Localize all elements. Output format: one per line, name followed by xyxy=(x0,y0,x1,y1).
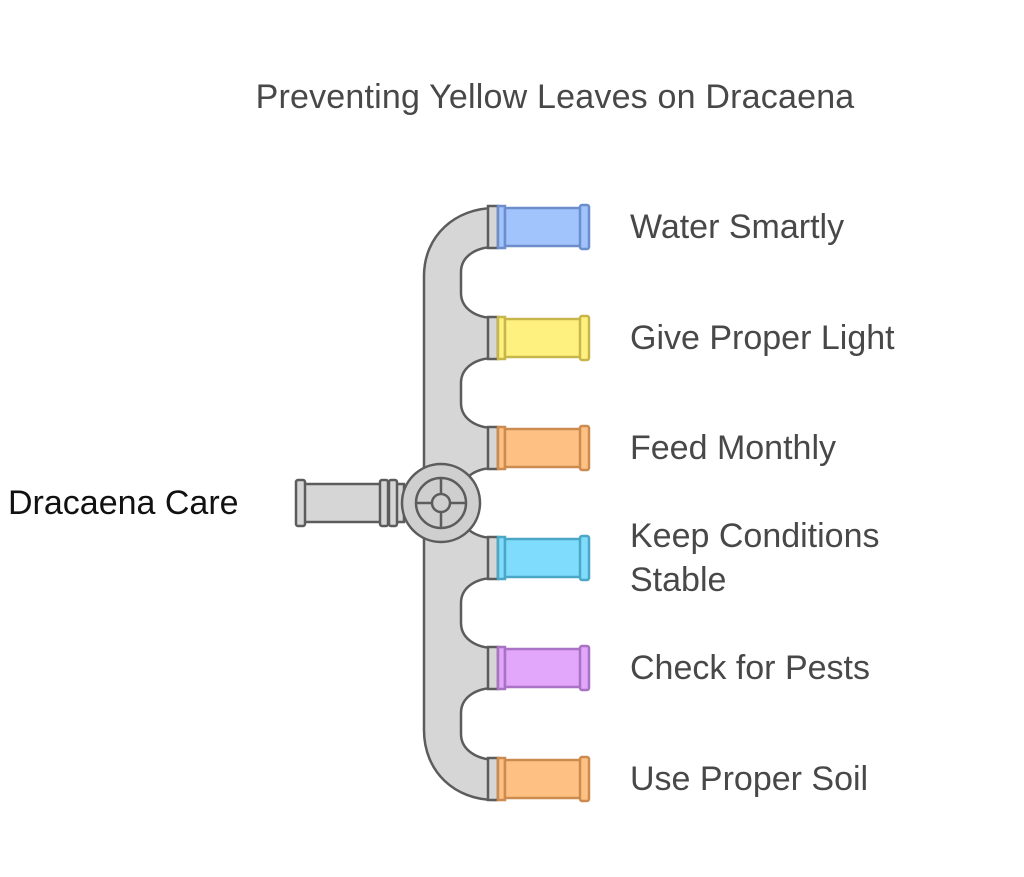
branch-label-line: Stable xyxy=(630,561,727,599)
branch-label-line: Use Proper Soil xyxy=(630,760,869,798)
outlet-collar xyxy=(486,645,500,691)
outlet-pipe-body xyxy=(503,758,583,800)
branch-label: Water Smartly xyxy=(630,205,844,249)
outlet-pipe xyxy=(486,424,591,472)
outlet-pipe xyxy=(486,644,591,692)
outlet-pipe-body xyxy=(503,317,583,359)
branch-label: Use Proper Soil xyxy=(630,757,868,801)
inlet-pipe xyxy=(294,478,406,528)
outlet-pipe-body xyxy=(503,206,583,248)
outlet-end-flange xyxy=(578,755,591,803)
outlet-collar xyxy=(486,425,500,471)
outlet-pipe xyxy=(486,314,591,362)
outlet-end-flange xyxy=(578,203,591,251)
outlet-end-flange xyxy=(578,534,591,582)
source-label: Dracaena Care xyxy=(8,484,239,522)
inlet-flange xyxy=(294,478,307,528)
branch-label-line: Feed Monthly xyxy=(630,429,836,467)
outlet-pipes xyxy=(486,203,591,803)
diagram-title: Preventing Yellow Leaves on Dracaena xyxy=(255,78,855,116)
outlet-collar xyxy=(486,315,500,361)
outlet-pipe-body xyxy=(503,647,583,689)
branch-label-line: Keep Conditions xyxy=(630,517,880,555)
outlet-pipe-body xyxy=(503,427,583,469)
branch-label: Give Proper Light xyxy=(630,316,895,360)
outlet-collar xyxy=(486,204,500,250)
branch-label-line: Give Proper Light xyxy=(630,319,895,357)
outlet-pipe xyxy=(486,203,591,251)
outlet-end-flange xyxy=(578,314,591,362)
inlet-flange xyxy=(378,478,390,528)
valve-hub xyxy=(430,492,452,514)
outlet-collar xyxy=(486,756,500,802)
outlet-end-flange xyxy=(578,644,591,692)
outlet-pipe xyxy=(486,534,591,582)
outlet-end-flange xyxy=(578,424,591,472)
outlet-pipe xyxy=(486,755,591,803)
branch-label-line: Check for Pests xyxy=(630,649,870,687)
branch-label-line: Water Smartly xyxy=(630,208,845,246)
inlet-flange xyxy=(387,478,399,528)
outlet-pipe-body xyxy=(503,537,583,579)
branch-label: Check for Pests xyxy=(630,646,870,690)
outlet-collar xyxy=(486,535,500,581)
valve-icon xyxy=(400,462,482,544)
branch-label: Feed Monthly xyxy=(630,426,836,470)
